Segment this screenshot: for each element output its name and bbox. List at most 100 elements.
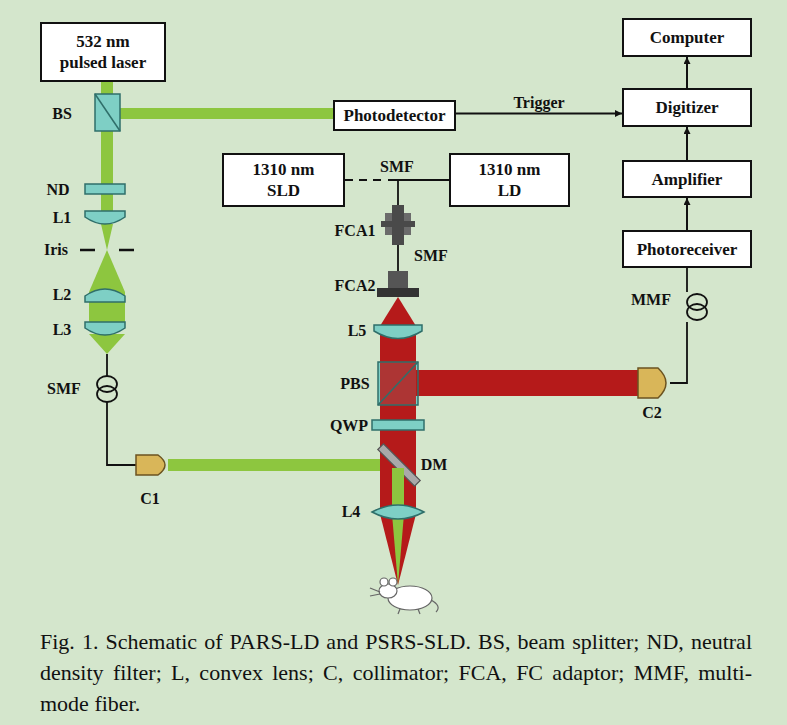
mouse-sample bbox=[370, 578, 438, 614]
fc-adaptor-2 bbox=[377, 288, 419, 297]
part-label: SMF bbox=[414, 247, 448, 265]
box-label: Amplifier bbox=[630, 169, 744, 190]
part-label: L3 bbox=[53, 321, 72, 339]
part-label: C2 bbox=[642, 404, 662, 422]
collimator-c2 bbox=[638, 368, 666, 398]
beam-splitter bbox=[95, 94, 120, 131]
signal-arrow bbox=[686, 198, 688, 230]
lens-l3 bbox=[85, 322, 125, 335]
part-label: BS bbox=[52, 105, 72, 123]
iris bbox=[80, 250, 134, 251]
box-label: Photoreceiver bbox=[630, 239, 744, 260]
part-label: FCA1 bbox=[335, 222, 376, 240]
figure-caption: Fig. 1. Schematic of PARS-LD and PSRS-SL… bbox=[40, 626, 752, 719]
signal-arrow bbox=[456, 113, 622, 115]
single-mode-fiber bbox=[97, 354, 136, 465]
multi-mode-fiber bbox=[687, 294, 707, 310]
lens-l1 bbox=[85, 211, 125, 224]
part-label: QWP bbox=[330, 417, 368, 435]
box-label: Photodetector bbox=[339, 105, 450, 126]
part-label: L1 bbox=[53, 209, 72, 227]
signal-label: Trigger bbox=[511, 94, 566, 112]
red-beam bbox=[380, 514, 416, 585]
box-label: Computer bbox=[630, 27, 744, 48]
mouse-sample bbox=[370, 594, 380, 596]
pbs-cube bbox=[378, 362, 418, 405]
mouse-sample bbox=[389, 578, 397, 586]
green-beam bbox=[89, 334, 125, 354]
box-label: 532 nm pulsed laser bbox=[54, 31, 152, 73]
green-beam bbox=[101, 131, 113, 215]
red-beam bbox=[380, 297, 416, 585]
part-label: L5 bbox=[348, 322, 367, 340]
green-beam bbox=[120, 108, 333, 119]
lens-l4 bbox=[372, 505, 424, 519]
nd-filter bbox=[85, 184, 125, 194]
laser-box: 532 nm pulsed laser bbox=[40, 22, 166, 82]
part-label: MMF bbox=[631, 291, 671, 309]
box-label: Digitizer bbox=[630, 97, 744, 118]
mouse-sample bbox=[370, 588, 380, 592]
part-label: C1 bbox=[140, 490, 160, 508]
fc-adaptor-1 bbox=[381, 205, 415, 245]
part-label: L4 bbox=[342, 503, 361, 521]
red-beam bbox=[416, 370, 640, 396]
multi-mode-fiber bbox=[687, 304, 707, 320]
source-fibers bbox=[397, 244, 399, 271]
nd-filter bbox=[85, 184, 125, 194]
part-label: SMF bbox=[380, 158, 414, 176]
signal-arrow bbox=[686, 57, 688, 88]
digitizer-box: Digitizer bbox=[622, 88, 752, 127]
part-label: FCA2 bbox=[335, 277, 376, 295]
multi-mode-fiber bbox=[670, 268, 707, 383]
single-mode-fiber bbox=[106, 354, 108, 376]
fc-adaptor-2 bbox=[388, 271, 408, 288]
single-mode-fiber bbox=[107, 402, 136, 465]
source-box: 1310 nm LD bbox=[449, 153, 570, 207]
single-mode-fiber bbox=[97, 376, 117, 392]
box-label: 1310 nm LD bbox=[467, 159, 552, 201]
green-beam bbox=[101, 224, 113, 250]
lens-l2 bbox=[85, 289, 125, 302]
fc-adaptor-2 bbox=[377, 271, 419, 297]
multi-mode-fiber bbox=[686, 268, 688, 292]
red-beam bbox=[380, 297, 416, 326]
source-fibers bbox=[345, 179, 384, 181]
quarter-wave-plate bbox=[372, 420, 424, 430]
lens-l3 bbox=[85, 322, 125, 335]
green-beam bbox=[168, 459, 396, 471]
part-label: PBS bbox=[340, 375, 369, 393]
computer-box: Computer bbox=[622, 18, 752, 57]
amplifier-box: Amplifier bbox=[622, 160, 752, 198]
beam-splitter bbox=[95, 94, 120, 131]
source-box: 1310 nm SLD bbox=[222, 153, 345, 207]
part-label: Iris bbox=[44, 241, 68, 259]
lens-l1 bbox=[85, 211, 125, 224]
mouse-sample bbox=[431, 600, 438, 612]
multi-mode-fiber bbox=[670, 322, 687, 383]
signal-arrow bbox=[686, 127, 688, 160]
pbs-cube bbox=[378, 362, 418, 405]
iris bbox=[119, 249, 134, 252]
green-beam bbox=[89, 82, 333, 354]
mouse-sample bbox=[418, 609, 420, 614]
quarter-wave-plate bbox=[372, 420, 424, 430]
beam-splitter bbox=[95, 94, 120, 131]
pbs-cube bbox=[378, 362, 418, 405]
iris bbox=[80, 249, 95, 252]
collimator-c1 bbox=[136, 455, 165, 475]
part-label: DM bbox=[421, 456, 448, 474]
mouse-sample bbox=[398, 609, 400, 614]
detector-box: Photodetector bbox=[333, 100, 456, 131]
collimator-c1 bbox=[136, 455, 165, 475]
receiver-box: Photoreceiver bbox=[622, 230, 752, 268]
single-mode-fiber bbox=[97, 386, 117, 402]
mouse-sample bbox=[380, 578, 388, 586]
part-label: SMF bbox=[47, 380, 81, 398]
green-beam bbox=[392, 514, 404, 585]
pbs-cube bbox=[378, 362, 418, 405]
box-label: 1310 nm SLD bbox=[236, 159, 331, 201]
green-beam bbox=[89, 250, 125, 292]
lens-l4 bbox=[372, 505, 424, 519]
